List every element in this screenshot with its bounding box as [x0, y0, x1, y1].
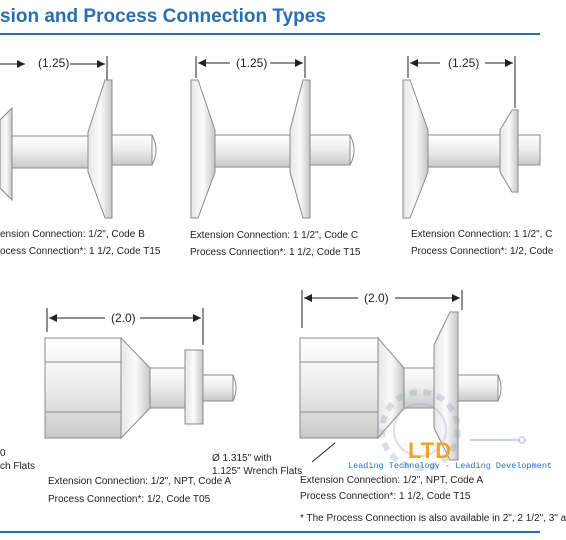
dim-label-3: (1.25): [448, 56, 480, 70]
watermark-gear-icon: [379, 389, 526, 471]
connection-drawings: [0, 56, 541, 471]
caption-2-extension: Extension Connection: 1 1/2", Code C: [190, 230, 359, 241]
caption-3-process: Process Connection*: 1/2, Code: [411, 246, 554, 257]
dim-label-4: (2.0): [111, 311, 136, 325]
caption-5-extension: Extension Connection: 1/2", NPT, Code A: [300, 475, 484, 486]
caption-1-process: ocess Connection*: 1 1/2, Code T15: [0, 246, 161, 257]
bottom-rule: [0, 531, 540, 533]
caption-4-flats-line1: 0: [0, 448, 6, 459]
caption-1-extension: ension Connection: 1/2", Code B: [0, 229, 145, 240]
title-rule: [0, 33, 540, 35]
caption-5-flats-line1: Ø 1.315" with: [212, 453, 272, 464]
fitting-4-drawing: [44, 308, 237, 440]
fitting-5-drawing: [299, 290, 502, 463]
caption-4-process: Process Connection*: 1/2, Code T05: [48, 494, 211, 505]
caption-5-process: Process Connection*: 1 1/2, Code T15: [300, 491, 471, 502]
page: sion and Process Connection Types: [0, 6, 566, 533]
watermark-logo: LTD: [408, 438, 453, 463]
caption-4-extension: Extension Connection: 1/2", NPT, Code A: [48, 476, 232, 487]
watermark-slogan: Leading Technology - Leading Development: [348, 461, 553, 471]
dim-label-2: (1.25): [236, 56, 268, 70]
fitting-2-drawing: [190, 56, 355, 219]
fitting-3-drawing: [402, 56, 541, 219]
caption-3-extension: Extension Connection: 1 1/2", C: [411, 229, 553, 240]
dim-label-5: (2.0): [364, 291, 389, 305]
caption-2-process: Process Connection*: 1 1/2, Code T15: [190, 247, 361, 258]
footnote: * The Process Connection is also availab…: [300, 513, 566, 524]
dim-label-1: (1.25): [38, 56, 70, 70]
fitting-1-drawing: [0, 56, 157, 219]
caption-4-flats-line2: ch Flats: [0, 461, 36, 472]
caption-5-flats-line2: 1.125" Wrench Flats: [212, 466, 303, 477]
page-title: sion and Process Connection Types: [0, 6, 326, 27]
